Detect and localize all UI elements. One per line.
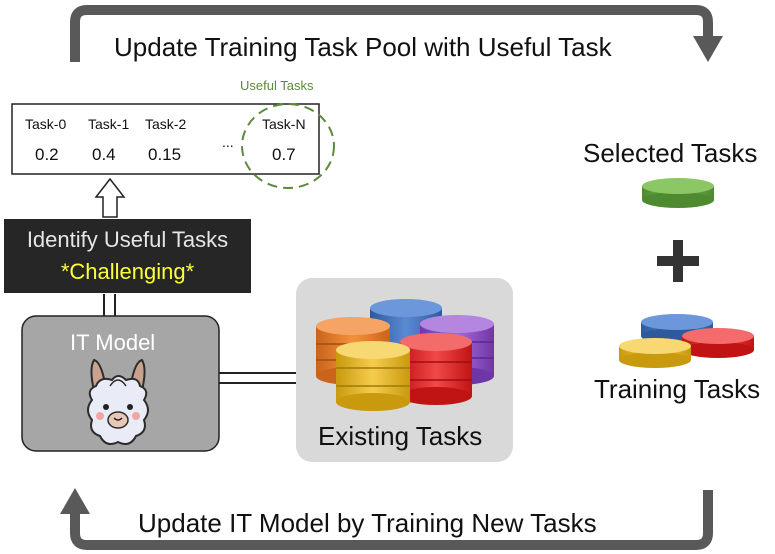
plus-icon <box>657 240 699 282</box>
identify-useful-tasks-box: Identify Useful Tasks *Challenging* <box>4 219 251 293</box>
top-loop-arrow <box>70 5 723 62</box>
bottom-loop-arrow <box>60 488 713 550</box>
it-model-label: IT Model <box>70 330 156 355</box>
identify-title: Identify Useful Tasks <box>26 227 229 252</box>
task-score: 0.4 <box>92 145 116 164</box>
db-yellow <box>336 341 410 411</box>
task-table-box <box>11 103 320 175</box>
task-name: Task-0 <box>25 116 67 132</box>
existing-tasks-databases <box>316 299 494 411</box>
task-name: Task-N <box>262 116 306 132</box>
useful-tasks-label: Useful Tasks <box>240 78 314 93</box>
challenging-label: *Challenging* <box>60 259 195 284</box>
selected-tasks-label: Selected Tasks <box>583 138 758 168</box>
task-name: Task-2 <box>145 116 187 132</box>
it-to-existing-connector <box>219 372 296 384</box>
task-score: 0.15 <box>148 145 182 164</box>
task-ellipsis: ... <box>222 134 234 150</box>
task-name: Task-1 <box>88 116 130 132</box>
useful-tasks-circle <box>241 103 335 189</box>
training-disk-yellow <box>619 338 691 368</box>
existing-tasks-label: Existing Tasks <box>318 421 483 451</box>
bottom-banner-text: Update IT Model by Training New Tasks <box>138 508 597 538</box>
hollow-up-arrow <box>94 177 126 218</box>
training-disk-red <box>682 328 754 358</box>
task-score: 0.7 <box>272 145 296 164</box>
selected-task-disk <box>642 178 714 208</box>
task-score: 0.2 <box>35 145 59 164</box>
llama-icon <box>87 358 149 445</box>
it-to-identify-connector <box>103 294 116 316</box>
db-red <box>400 333 472 405</box>
top-banner-text: Update Training Task Pool with Useful Ta… <box>114 32 612 62</box>
training-task-disks <box>619 314 754 368</box>
training-tasks-label: Training Tasks <box>594 374 761 404</box>
